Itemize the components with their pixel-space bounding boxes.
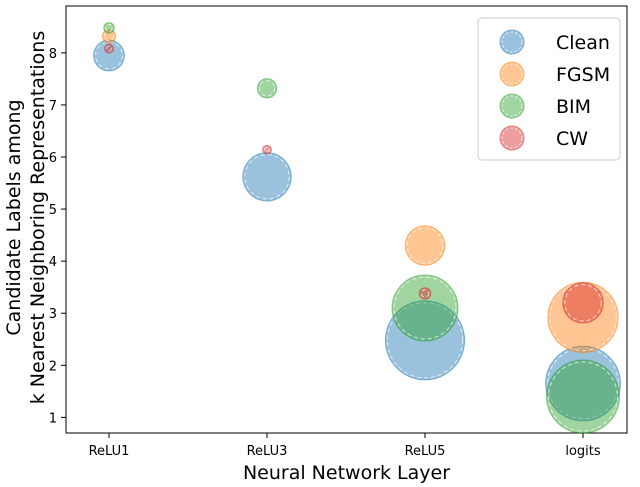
bubble-fgsm-relu1: [101, 29, 117, 44]
bubble-clean-relu5: [384, 300, 466, 381]
bubble-cw-relu5: [418, 287, 432, 300]
bubble-ring: [103, 31, 115, 42]
bubble-ring: [564, 284, 602, 322]
legend-item-cw: CW: [499, 125, 588, 151]
bubble-clean-relu1: [93, 39, 125, 72]
legend-item-bim: BIM: [499, 93, 591, 119]
bubble-ring: [264, 146, 270, 153]
bubble-ring: [420, 289, 430, 298]
bubble-bim-relu1: [103, 22, 115, 34]
y-tick-label: 8: [49, 47, 57, 62]
bubble-ring: [393, 276, 457, 340]
legend-label: BIM: [556, 96, 591, 118]
x-axis-label: Neural Network Layer: [243, 462, 450, 484]
bubble-ring: [547, 361, 619, 432]
bubble-bim-relu5: [391, 274, 459, 342]
legend-marker-ring: [501, 31, 523, 53]
y-tick-label: 5: [49, 203, 57, 218]
bubble-clean-relu3: [242, 152, 292, 202]
legend-item-fgsm: FGSM: [499, 61, 610, 87]
bubbles-layer: [93, 22, 621, 434]
legend-label: CW: [556, 128, 588, 150]
y-tick-label: 7: [49, 99, 57, 114]
y-tick-label: 1: [49, 411, 57, 426]
x-tick-label: ReLU1: [89, 444, 130, 459]
bubble-ring: [406, 227, 444, 264]
bubble-ring: [106, 45, 112, 52]
legend-marker: [499, 125, 525, 151]
x-axis: ReLU1 ReLU3 ReLU5 logits: [89, 433, 601, 459]
y-axis-label-line-1: Candidate Labels among: [3, 99, 25, 335]
y-tick-label: 4: [49, 255, 57, 270]
bubble-fill: [104, 43, 114, 54]
bubble-fill: [384, 300, 466, 381]
bubble-fill: [562, 282, 604, 324]
bubble-cw-relu3: [262, 144, 272, 155]
legend-marker-ring: [501, 63, 523, 85]
plot-area: [65, 5, 628, 434]
legend-marker-ring: [501, 127, 523, 149]
bubble-fill: [93, 39, 125, 72]
y-tick-label: 3: [49, 307, 57, 322]
x-tick-label: logits: [565, 444, 601, 459]
bubble-ring: [258, 80, 276, 97]
x-tick-label: ReLU5: [405, 444, 446, 459]
bubble-fill: [404, 225, 446, 266]
bubble-bim-relu3: [256, 78, 278, 99]
legend-marker: [499, 29, 525, 55]
bubble-ring: [244, 154, 290, 200]
legend-item-clean: Clean: [499, 29, 610, 55]
legend-marker: [499, 93, 525, 119]
y-axis-label-line-2: k Nearest Neighboring Representations: [27, 31, 49, 404]
legend-label: FGSM: [556, 64, 610, 86]
bubble-fill: [545, 359, 621, 434]
bubble-bim-logits: [545, 359, 621, 434]
y-axis: 1 2 3 4 5 6 7 8: [49, 47, 66, 426]
legend-label: Clean: [556, 32, 610, 54]
legend-marker-ring: [501, 95, 523, 117]
bubble-cw-logits: [562, 282, 604, 324]
bubble-ring: [386, 302, 464, 379]
bubble-ring: [547, 347, 619, 420]
bubble-fill: [256, 78, 278, 99]
bubble-cw-relu1: [104, 43, 114, 54]
y-tick-label: 2: [49, 359, 57, 374]
bubble-ring: [95, 41, 123, 70]
x-tick-label: ReLU3: [247, 444, 288, 459]
legend-marker: [499, 61, 525, 87]
bubble-fill: [262, 144, 272, 155]
bubble-ring: [105, 24, 113, 32]
y-tick-label: 6: [49, 151, 57, 166]
bubble-fill: [242, 152, 292, 202]
bubble-fgsm-relu5: [404, 225, 446, 266]
bubble-fill: [391, 274, 459, 342]
